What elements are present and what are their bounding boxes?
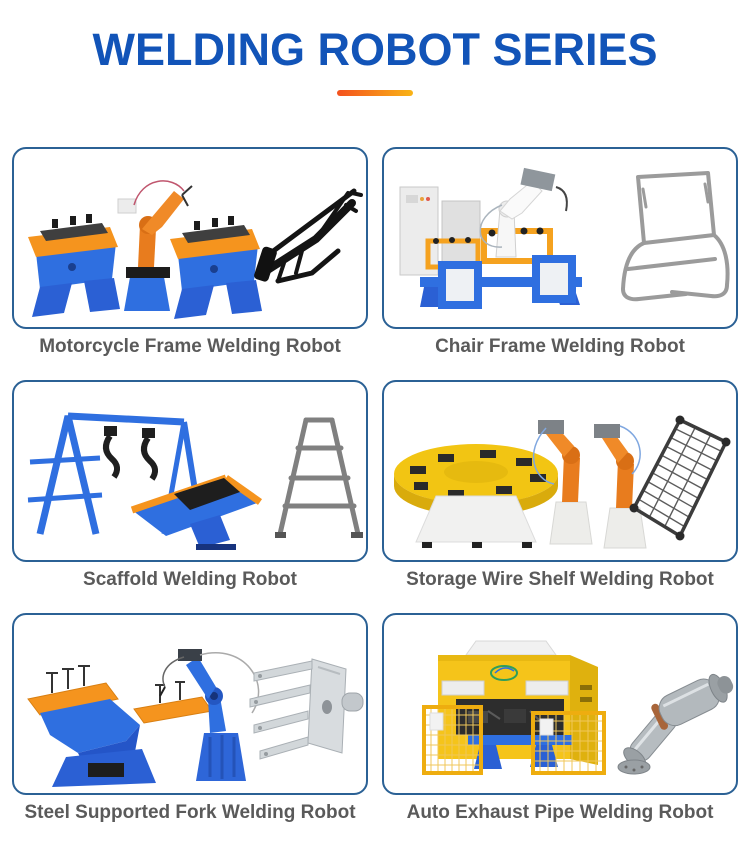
- product-card-storage-wire-shelf[interactable]: Storage Wire Shelf Welding Robot: [382, 380, 738, 591]
- title-divider: [337, 90, 413, 97]
- motorcycle-frame-welding-robot-image: [12, 147, 368, 330]
- scaffold-welding-robot-illustration: [27, 412, 363, 551]
- product-card-scaffold[interactable]: Scaffold Welding Robot: [12, 380, 368, 591]
- product-grid: Motorcycle Frame Welding Robot: [0, 147, 750, 846]
- page-title: WELDING ROBOT SERIES: [92, 24, 658, 75]
- product-card-auto-exhaust-pipe[interactable]: Auto Exhaust Pipe Welding Robot: [382, 613, 738, 824]
- auto-exhaust-pipe-welding-robot-image: [382, 613, 738, 796]
- page-header: WELDING ROBOT SERIES: [0, 0, 750, 97]
- product-caption-auto-exhaust-pipe: Auto Exhaust Pipe Welding Robot: [406, 802, 714, 824]
- product-caption-chair-frame: Chair Frame Welding Robot: [435, 336, 685, 358]
- storage-wire-shelf-welding-robot-image: [382, 380, 738, 563]
- chair-frame-welding-robot-image: [382, 147, 738, 330]
- scaffold-welding-robot-image: [12, 380, 368, 563]
- product-card-steel-supported-fork[interactable]: Steel Supported Fork Welding Robot: [12, 613, 368, 824]
- motorcycle-frame-welding-robot-illustration: [28, 180, 363, 320]
- product-caption-steel-supported-fork: Steel Supported Fork Welding Robot: [24, 802, 356, 824]
- storage-wire-shelf-welding-robot-illustration: [394, 415, 731, 549]
- product-caption-motorcycle-frame: Motorcycle Frame Welding Robot: [39, 336, 341, 358]
- product-card-chair-frame[interactable]: Chair Frame Welding Robot: [382, 147, 738, 358]
- product-caption-scaffold: Scaffold Welding Robot: [83, 569, 297, 591]
- chair-frame-welding-robot-illustration: [399, 168, 730, 310]
- steel-supported-fork-welding-robot-illustration: [27, 649, 364, 788]
- steel-supported-fork-welding-robot-image: [12, 613, 368, 796]
- product-caption-storage-wire-shelf: Storage Wire Shelf Welding Robot: [406, 569, 714, 591]
- product-card-motorcycle-frame[interactable]: Motorcycle Frame Welding Robot: [12, 147, 368, 358]
- auto-exhaust-pipe-welding-robot-illustration: [422, 640, 734, 776]
